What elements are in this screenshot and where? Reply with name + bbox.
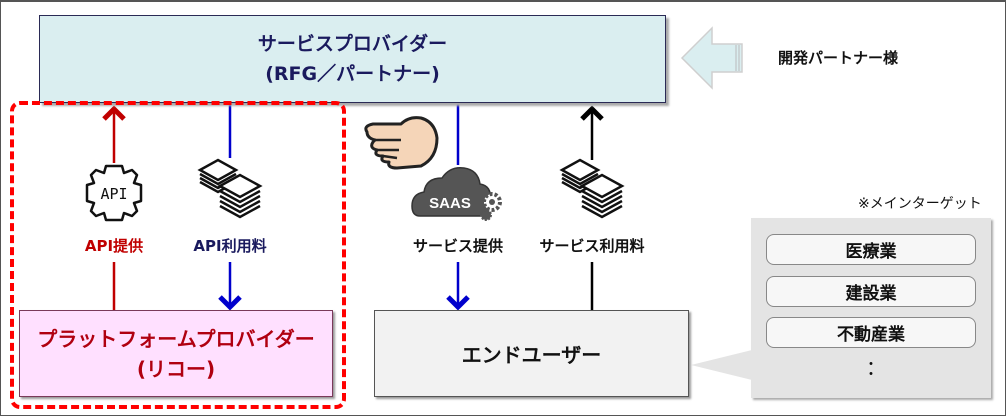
saas-icon-text: SAAS [429, 195, 471, 212]
money-stack-icon [197, 158, 263, 219]
target-item: 建設業 [766, 276, 976, 307]
end-user-title: エンドユーザー [461, 343, 602, 367]
service-provider-box: サービスプロバイダー (RFG／パートナー) [39, 15, 666, 103]
platform-provider-box: プラットフォームプロバイダー (リコー) [19, 310, 333, 397]
callout-tail [691, 350, 752, 380]
saas-cloud-icon: SAAS [411, 166, 502, 221]
flow-label-service-fee: サービス利用料 [539, 237, 645, 255]
dev-partner-label: 開発パートナー様 [778, 49, 899, 67]
flow-label-api-fee: API利用料 [193, 237, 267, 255]
end-user-box: エンドユーザー [374, 310, 689, 397]
platform-provider-title: プラットフォームプロバイダー [37, 326, 315, 351]
platform-dashed-area [10, 101, 346, 409]
left-arrow-icon [680, 26, 743, 90]
target-item: 不動産業 [766, 317, 976, 348]
target-item: 医療業 [766, 234, 976, 265]
money-stack-icon [559, 158, 625, 219]
pointing-hand-icon [364, 116, 439, 170]
service-provider-title: サービスプロバイダー [257, 33, 448, 55]
platform-provider-subtitle: (リコー) [136, 356, 216, 381]
service-provider-subtitle: (RFG／パートナー) [265, 63, 440, 85]
flow-label-api-provide: API提供 [84, 237, 144, 255]
main-target-heading: ※メインターゲット [858, 196, 982, 212]
api-icon-text: API [100, 185, 127, 203]
flow-label-service-provide: サービス提供 [412, 237, 503, 255]
target-more-dots: ・・ [864, 357, 878, 383]
api-gear-icon: API [85, 164, 143, 222]
main-target-panel: 医療業 建設業 不動産業 ・・ [751, 218, 991, 398]
